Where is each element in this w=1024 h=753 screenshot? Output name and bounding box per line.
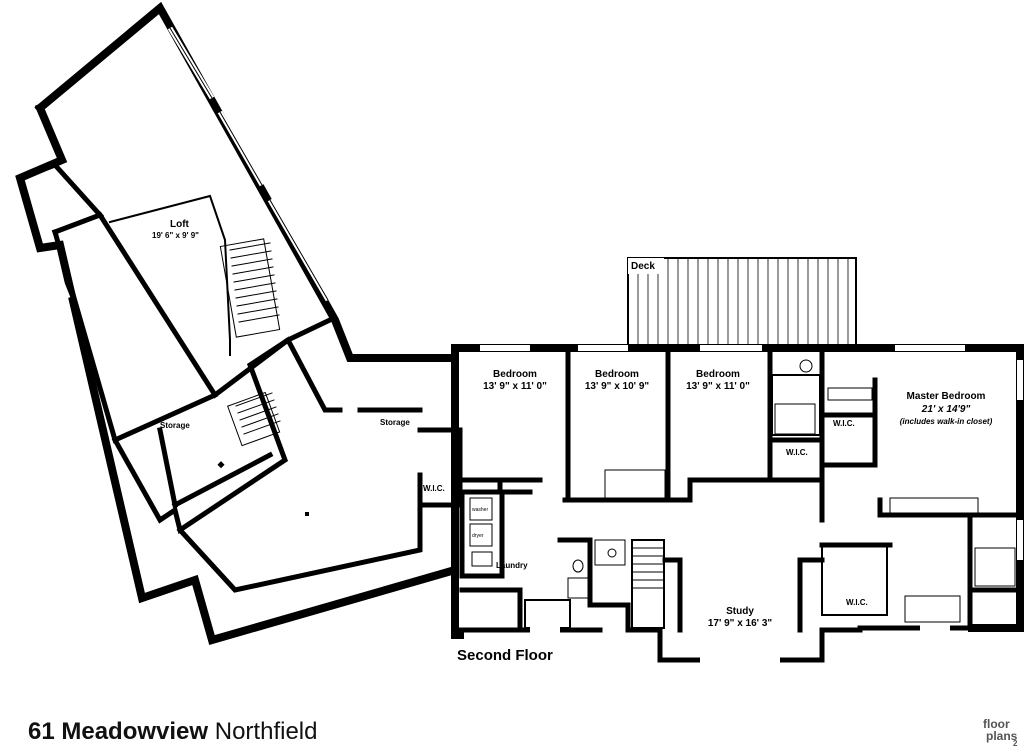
logo-glyph: 2 bbox=[1013, 739, 1018, 748]
dryer-label: dryer bbox=[472, 533, 484, 539]
left-wing bbox=[15, 1, 459, 645]
deck bbox=[627, 257, 857, 349]
address-title: 61 Meadowview Northfield bbox=[28, 718, 317, 746]
address-street: 61 Meadowview bbox=[28, 718, 209, 745]
bedroom1-dims: 13' 9" x 11' 0" bbox=[483, 381, 547, 392]
room-labels: Loft 19' 6" x 9' 9" Storage Storage W.I.… bbox=[152, 219, 993, 629]
storage-left-name: Storage bbox=[160, 421, 190, 430]
wic-master2-name: W.I.C. bbox=[786, 448, 808, 457]
logo-line2: plans bbox=[986, 729, 1018, 743]
address-town: Northfield bbox=[214, 718, 318, 745]
loft-stair bbox=[219, 238, 281, 338]
master-dims: 21' x 14'9" bbox=[921, 404, 971, 415]
bedroom2-name: Bedroom bbox=[595, 369, 639, 380]
main-stair bbox=[631, 539, 665, 629]
study-name: Study bbox=[726, 606, 754, 617]
study-dims: 17' 9" x 16' 3" bbox=[708, 618, 773, 629]
deck-name: Deck bbox=[631, 261, 655, 272]
storage-right-name: Storage bbox=[380, 418, 410, 427]
bedroom1-name: Bedroom bbox=[493, 369, 537, 380]
main-house bbox=[417, 257, 1024, 663]
master-note: (includes walk-in closet) bbox=[900, 417, 993, 426]
loft-name: Loft bbox=[170, 219, 190, 230]
floorplans-logo: floor plans 2 bbox=[983, 717, 1018, 748]
bedroom3-dims: 13' 9" x 11' 0" bbox=[686, 381, 750, 392]
master-name: Master Bedroom bbox=[907, 391, 986, 402]
bedroom3-name: Bedroom bbox=[696, 369, 740, 380]
storage-stair bbox=[227, 391, 281, 447]
wic-left-name: W.I.C. bbox=[423, 484, 445, 493]
laundry-name: Laundry bbox=[496, 561, 528, 570]
loft-dims: 19' 6" x 9' 9" bbox=[152, 231, 199, 240]
logo-line1: floor bbox=[983, 717, 1010, 731]
main-windows bbox=[480, 345, 1023, 663]
wic-bath-name: W.I.C. bbox=[846, 598, 868, 607]
wic-master1-name: W.I.C. bbox=[833, 419, 855, 428]
bedroom2-dims: 13' 9" x 10' 9" bbox=[585, 381, 650, 392]
washer-label: washer bbox=[472, 507, 488, 513]
floor-label: Second Floor bbox=[457, 647, 553, 664]
